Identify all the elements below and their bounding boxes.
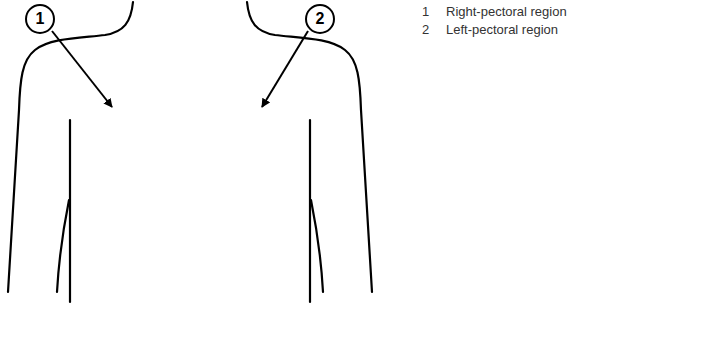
- left-figure-torso: [69, 120, 71, 302]
- callout-circle: 1: [25, 4, 55, 34]
- legend-number: 2: [422, 22, 429, 38]
- callout-circle: 2: [305, 4, 335, 34]
- leader-arrow: [262, 31, 308, 107]
- legend-text: Left-pectoral region: [446, 22, 558, 38]
- legend-number: 1: [422, 4, 429, 20]
- right-figure-torso: [309, 120, 311, 302]
- left-figure-arm: [57, 200, 69, 292]
- callout-number: 1: [36, 11, 45, 27]
- right-figure-arm: [311, 200, 323, 292]
- leader-arrow: [52, 31, 112, 107]
- legend-text: Right-pectoral region: [446, 4, 567, 20]
- callout-number: 2: [316, 11, 325, 27]
